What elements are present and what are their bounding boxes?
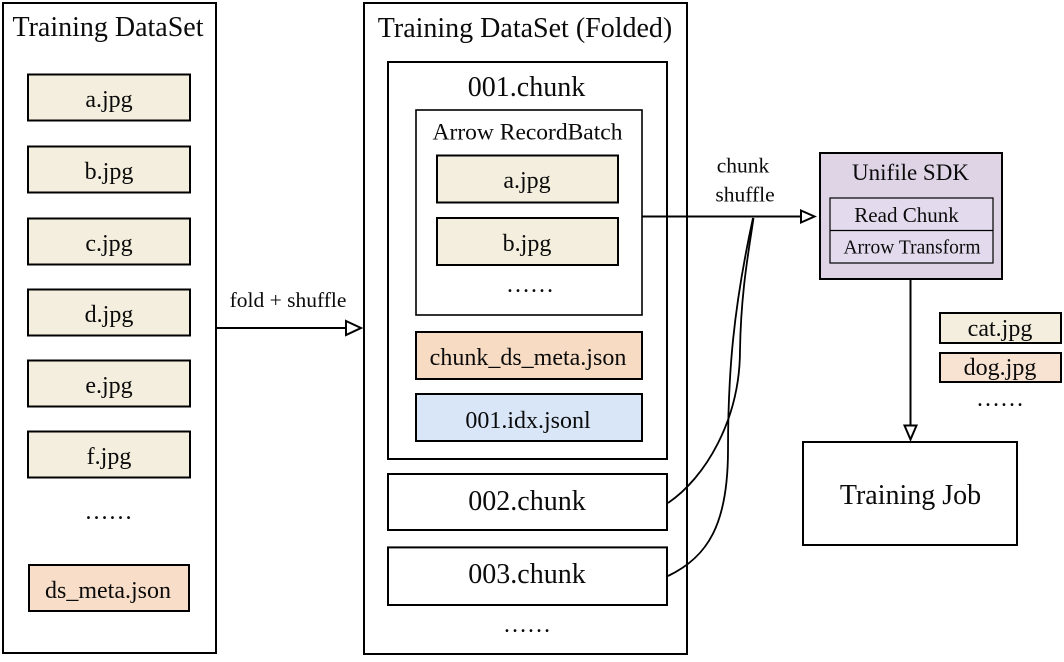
- svg-text:Arrow Transform: Arrow Transform: [843, 238, 980, 259]
- svg-text:001.idx.jsonl: 001.idx.jsonl: [465, 408, 591, 434]
- svg-text:dog.jpg: dog.jpg: [964, 355, 1037, 381]
- svg-text:001.chunk: 001.chunk: [468, 72, 585, 103]
- svg-text:……: ……: [506, 272, 554, 298]
- svg-text:e.jpg: e.jpg: [85, 373, 132, 399]
- svg-text:ds_meta.json: ds_meta.json: [45, 578, 171, 604]
- svg-text:b.jpg: b.jpg: [85, 159, 134, 185]
- svg-text:……: ……: [85, 499, 133, 525]
- svg-text:Training DataSet (Folded): Training DataSet (Folded): [378, 13, 673, 44]
- svg-text:fold + shuffle: fold + shuffle: [230, 288, 347, 312]
- svg-text:Read Chunk: Read Chunk: [854, 203, 959, 227]
- svg-text:Unifile SDK: Unifile SDK: [852, 160, 969, 185]
- svg-text:003.chunk: 003.chunk: [468, 559, 585, 590]
- svg-text:Training Job: Training Job: [840, 480, 981, 511]
- svg-text:b.jpg: b.jpg: [503, 231, 552, 257]
- svg-text:a.jpg: a.jpg: [503, 168, 550, 194]
- svg-text:c.jpg: c.jpg: [85, 231, 132, 257]
- svg-text:Arrow RecordBatch: Arrow RecordBatch: [433, 120, 623, 146]
- svg-text:f.jpg: f.jpg: [87, 444, 132, 470]
- svg-text:……: ……: [976, 386, 1024, 412]
- svg-text:shuffle: shuffle: [715, 183, 774, 207]
- svg-text:a.jpg: a.jpg: [85, 87, 132, 113]
- svg-text:cat.jpg: cat.jpg: [968, 316, 1033, 342]
- svg-text:chunk: chunk: [717, 154, 770, 178]
- svg-text:d.jpg: d.jpg: [85, 302, 134, 328]
- svg-text:002.chunk: 002.chunk: [468, 486, 585, 517]
- svg-text:……: ……: [503, 612, 551, 638]
- svg-text:chunk_ds_meta.json: chunk_ds_meta.json: [430, 345, 627, 371]
- svg-text:Training DataSet: Training DataSet: [12, 12, 203, 43]
